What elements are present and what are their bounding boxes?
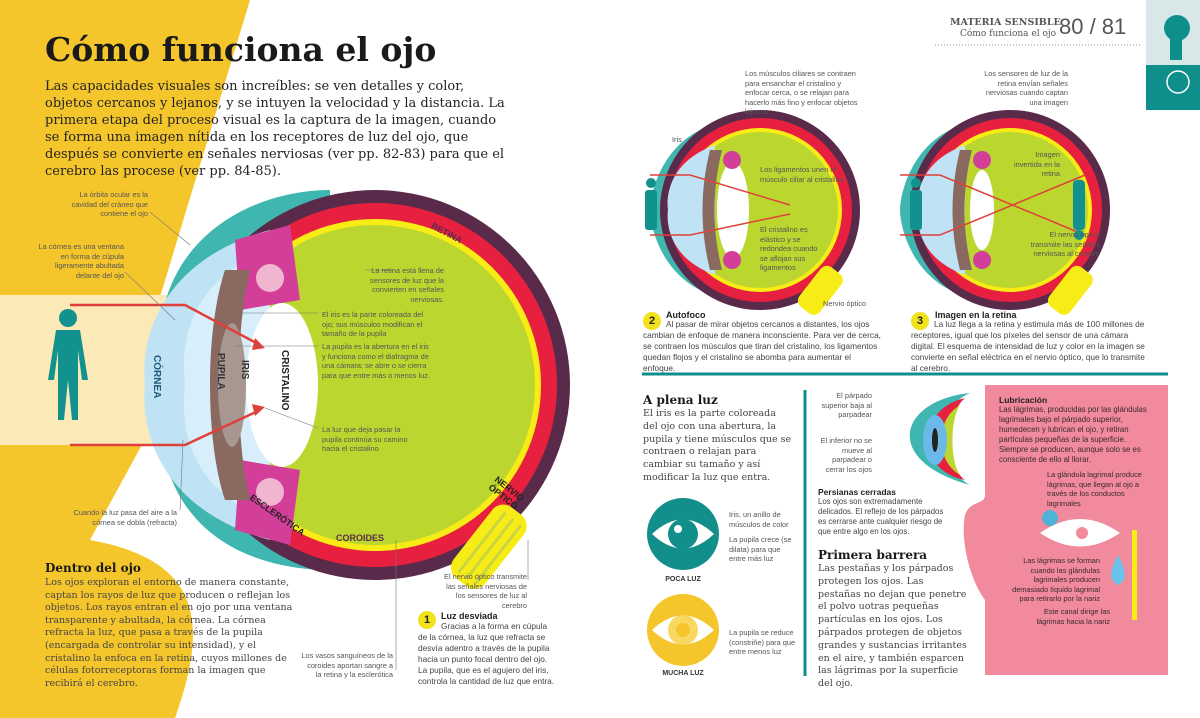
optic-nerve-annotation: El nervio óptico transmite las señales n… [444,572,527,610]
step-3-badge: 3 [911,312,929,330]
dilate-annotation: La pupila crece (se dilata) para que ent… [729,535,792,564]
retina-annotation: La retina está llena de sensores de luz … [370,266,444,304]
light-annotation: La luz que deja pasar la pupila continúa… [322,425,408,454]
eyelid-diagram [909,393,970,485]
section-name: MATERIA SENSIBLE [950,17,1061,28]
bright-light-eye-icon [647,594,719,666]
inside-eye-text: Los ojos exploran el entorno de manera c… [45,577,293,689]
orbit-annotation: La órbita ocular es la cavidad del cráne… [71,190,148,219]
inverted-person-icon [1073,180,1085,240]
constrict-annotation: La pupila se reduce (constriñe) para que… [729,628,796,657]
cornea-label: CÓRNEA [151,355,162,399]
step-3-text: La luz llega a la retina y estimula más … [911,319,1145,373]
ear-icon [1166,70,1190,94]
light-ray-top [70,303,261,347]
lens-label: CRISTALINO [279,350,290,411]
vitreous [215,225,535,545]
low-light-caption: POCA LUZ [665,576,701,583]
inverted-image-annotation: Imagen invertida en la retina [1013,150,1060,179]
head-profile-icon [1164,15,1190,60]
inside-eye-heading: Dentro del ojo [45,561,141,575]
lower-eyelid-annotation: El inferior no se mueve al parpadear o c… [820,436,872,474]
lubrication-heading: Lubricación [999,395,1048,405]
upper-eyelid-annotation: El párpado superior baja al parpadear [821,391,872,420]
step-1-heading: Luz desviada [441,611,498,621]
first-barrier-heading: Primera barrera [818,548,928,562]
cornea-annotation: La córnea es una ventana en forma de cúp… [38,242,124,280]
choroid-label: COROIDES [336,533,385,543]
iris-small-annotation: Iris [672,135,682,144]
first-barrier-text: Las pestañas y los párpados protegen los… [818,563,967,690]
refraction-annotation: Cuando la luz pasa del aire a la córnea … [73,508,177,527]
step-2-text: Al pasar de mirar objetos cercanos a dis… [643,319,881,373]
vessels-annotation: Los vasos sanguíneos de la coroides apor… [301,651,393,680]
iris-annotation: El iris es la parte coloreada del ojo; s… [322,310,424,339]
step-1-text: Gracias a la forma en cúpula de la córne… [418,621,555,686]
person-icon-small [645,178,922,230]
tears-annotation: Las lágrimas se forman cuando las glándu… [1012,556,1100,604]
bright-light-text: El iris es la parte coloreada del ojo co… [643,408,792,483]
step-2-heading: Autofoco [666,310,706,320]
page-title: Cómo funciona el ojo [45,30,437,69]
optic-nerve-small-annotation: Nervio óptico [823,299,867,308]
pupil-annotation: La pupila es la abertura en el iris y fu… [322,342,431,380]
step-3-heading: Imagen en la retina [935,310,1017,320]
lubrication-text: Las lágrimas, producidas por las glándul… [999,405,1147,464]
closed-blinds-heading: Persianas cerradas [818,487,896,497]
optic-nerve-signal-annotation: El nervio óptico transmite las señales n… [1030,230,1100,259]
autofocus-eye-diagram [650,110,860,315]
ligaments-annotation: Los ligamentos unen el músculo ciliar al… [760,165,844,184]
iris-label: IRIS [239,360,250,380]
bright-light-caption: MUCHA LUZ [662,670,704,677]
pupil-label: PUPILA [215,353,226,390]
yellow-background [0,0,250,718]
iris-ring-annotation: Iris, un anillo de músculos de color [729,510,789,529]
subsection-name: Cómo funciona el ojo [960,29,1057,39]
low-light-eye-icon [647,498,719,570]
optic-nerve [451,504,527,589]
person-icon [48,309,88,420]
page-numbers: 80 / 81 [1059,14,1127,39]
tear-duct-annotation: Este canal dirige las lágrimas hacia la … [1036,607,1110,626]
retina-sensors-annotation: Los sensores de luz de la retina envían … [984,69,1068,107]
closed-blinds-text: Los ojos son extremadamente delicados. E… [818,497,944,536]
light-ray-bottom [70,408,261,447]
retina-image-eye-diagram [900,110,1110,315]
lens-shape [246,303,318,467]
tear-eye-illustration [1040,510,1137,620]
lens-elastic-annotation: El cristalino es elástico y se redondea … [760,225,818,273]
step-1-badge: 1 [418,611,436,629]
ciliary-muscle-annotation: Los músculos ciliares se contraen para e… [745,69,858,117]
intro-paragraph: Las capacidades visuales son increíbles:… [45,79,505,179]
lacrimal-gland-annotation: La glándula lagrimal produce lágrimas, q… [1047,470,1142,508]
bright-light-heading: A plena luz [643,393,718,407]
step-2-badge: 2 [643,312,661,330]
